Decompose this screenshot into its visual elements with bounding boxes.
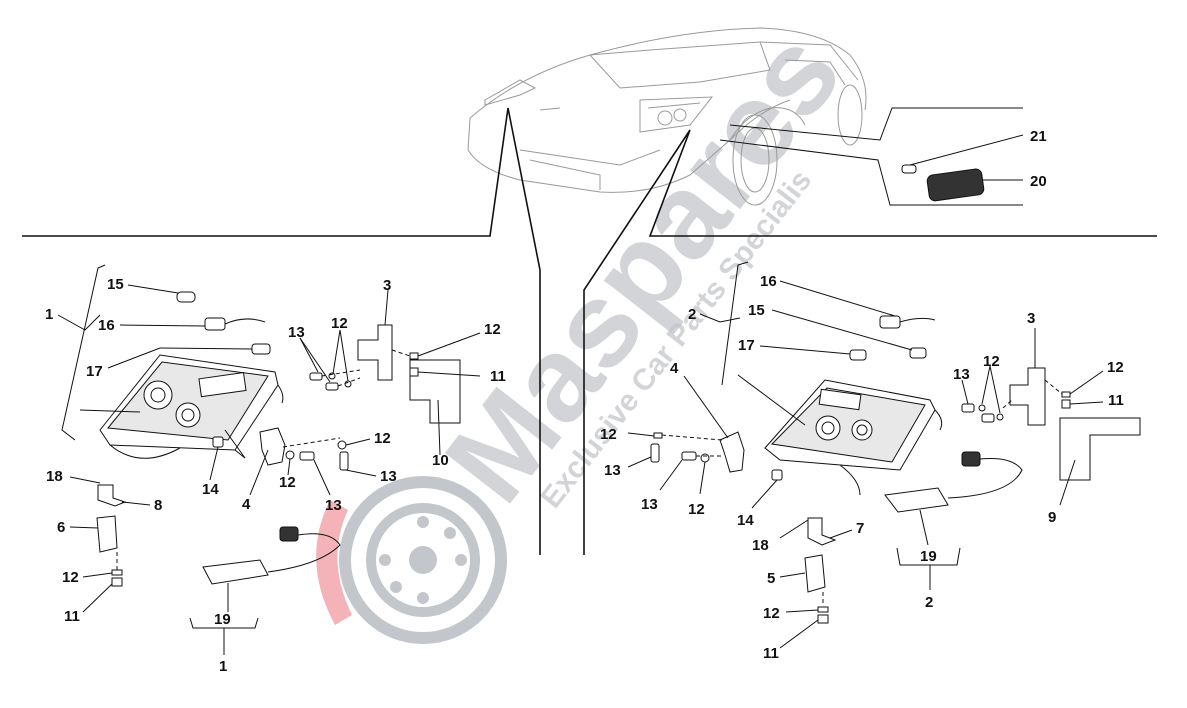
part-label-r12-c: 12 (600, 426, 617, 443)
left-headlight-assembly: 1 15 16 17 3 (45, 264, 506, 675)
part-label-18: 18 (46, 468, 63, 485)
part-label-r13-c: 13 (641, 496, 658, 513)
part-label-21: 21 (1030, 128, 1047, 145)
part-label-r13-a: 13 (953, 366, 970, 383)
part-label-20: 20 (1030, 173, 1047, 190)
right-ballast-unit (884, 451, 1023, 546)
part-label-3: 3 (383, 277, 391, 294)
part-label-12-e: 12 (62, 569, 79, 586)
part-label-11-b: 11 (64, 608, 80, 625)
part-label-r12-e: 12 (763, 605, 780, 622)
part-label-r11-a: 11 (1108, 392, 1124, 409)
part-label-r18: 18 (752, 537, 769, 554)
part-label-11-a: 11 (490, 368, 506, 385)
part-label-13-a: 13 (288, 324, 305, 341)
part-label-r19: 19 (920, 548, 937, 565)
part-label-r12-a: 12 (983, 353, 1000, 370)
part-label-r14: 14 (737, 512, 754, 529)
part-label-6: 6 (57, 519, 65, 536)
part-label-13-c: 13 (325, 497, 342, 514)
part-label-r13-b: 13 (604, 462, 621, 479)
left-ballast-unit (202, 526, 341, 612)
part-label-r4: 4 (670, 360, 679, 377)
car-outline (467, 27, 867, 206)
part-label-r17: 17 (738, 337, 755, 354)
part-label-12-b: 12 (484, 321, 501, 338)
part-label-r7: 7 (856, 520, 864, 537)
side-marker-bulb-21 (901, 134, 1024, 174)
part-label-10: 10 (432, 452, 449, 469)
part-label-r12-d: 12 (688, 501, 705, 518)
part-label-r5: 5 (767, 570, 775, 587)
part-label-r15: 15 (748, 302, 765, 319)
part-label-r16: 16 (760, 273, 777, 290)
part-label-16: 16 (98, 317, 115, 334)
part-label-r3: 3 (1027, 310, 1035, 327)
part-label-13-b: 13 (380, 468, 397, 485)
part-label-12-a: 12 (331, 315, 348, 332)
part-label-8: 8 (154, 497, 162, 514)
watermark-disc-logo (316, 476, 507, 644)
part-label-r12-b: 12 (1107, 359, 1124, 376)
part-label-r11-b: 11 (763, 645, 779, 662)
part-label-1: 1 (45, 306, 53, 323)
part-label-15: 15 (107, 276, 124, 293)
part-label-4: 4 (242, 496, 251, 513)
part-label-2: 2 (688, 306, 696, 323)
right-headlight-unit (737, 374, 943, 496)
side-marker-assembly: 21 20 (901, 128, 1047, 202)
section-lines (22, 107, 1157, 555)
part-label-12-d: 12 (279, 474, 296, 491)
part-label-2-bottom: 2 (925, 594, 933, 611)
side-marker-lamp-20 (926, 168, 1023, 202)
part-label-12-c: 12 (374, 430, 391, 447)
part-label-1-bottom: 1 (219, 658, 227, 675)
part-label-19-left: 19 (214, 611, 231, 628)
part-label-14: 14 (202, 481, 219, 498)
part-label-17: 17 (86, 363, 103, 380)
left-headlight-unit (79, 354, 284, 459)
part-label-r9: 9 (1048, 509, 1056, 526)
right-headlight-assembly: 2 16 15 17 4 (600, 261, 1141, 662)
